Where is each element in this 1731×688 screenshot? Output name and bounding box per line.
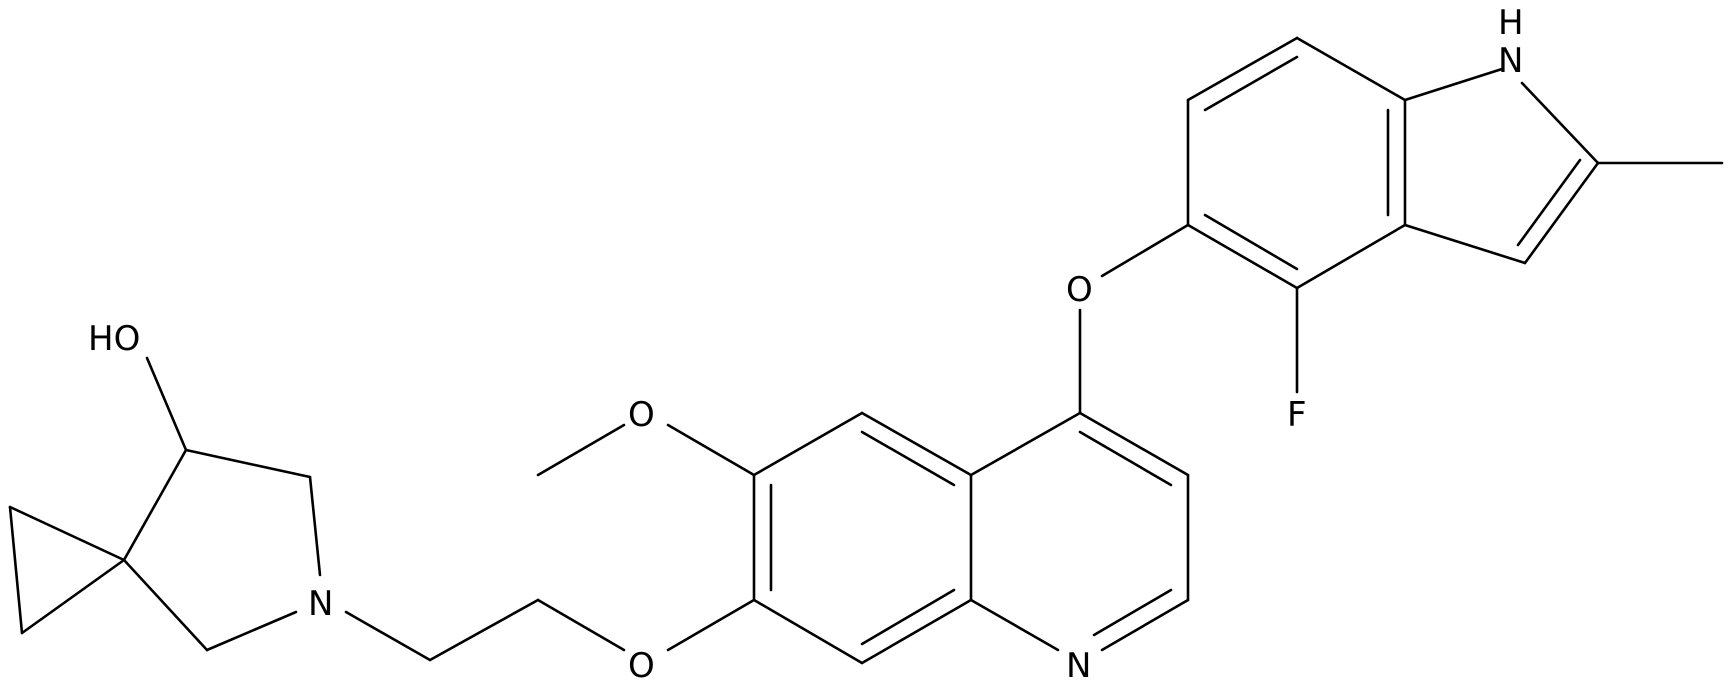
bond-c3ind-c3a [1403, 223, 1527, 265]
bond-c6ind-c7ind [1186, 36, 1299, 102]
bond-c7ind-c7a [1295, 36, 1407, 102]
bond-ch2-n [308, 475, 322, 577]
bond-n1-c8a [969, 598, 1060, 652]
bond-c2ind-c3ind-inner [1516, 158, 1582, 247]
quinoline-nitrogen-label: N [1066, 646, 1091, 686]
bond-c4-c3 [1078, 411, 1190, 477]
chain-ether-oxygen-label: O [628, 646, 655, 686]
bond-o-c7 [666, 598, 756, 652]
fluorine-label: F [1287, 395, 1307, 435]
bond-cyclopropane-2 [8, 505, 24, 635]
bond-c2-n1 [1100, 598, 1190, 652]
bond-n-ch2b [205, 610, 298, 652]
bond-c4ind-c5ind [1186, 223, 1299, 290]
indole-nitrogen-label: N [1498, 41, 1523, 81]
bond-ch2b-spiro [122, 558, 209, 652]
methoxy-oxygen-label: O [628, 395, 655, 435]
pyrrolidine-nitrogen-label: N [308, 584, 333, 624]
bond-c7a-nh [1403, 67, 1504, 102]
aryl-ether-oxygen-label: O [1066, 270, 1093, 310]
bond-c6-ome [666, 423, 756, 477]
bond-c8a-c8 [860, 598, 973, 665]
bond-c2ind-c3ind [1523, 161, 1600, 265]
bond-c2-n1-inner [1092, 588, 1173, 637]
bond-choh-ch2 [184, 448, 312, 479]
bond-choh-oh [145, 356, 188, 452]
bond-cyclopropane-1 [8, 505, 126, 562]
bond-spiro-choh [122, 448, 188, 562]
bond-c3a-c4ind [1295, 223, 1407, 290]
bond-chain2-o [536, 598, 626, 652]
bond-c6-c5 [752, 411, 864, 477]
atom-labels: HO N O O N O F N H [88, 3, 1524, 686]
bond-c8a-c8-inner [860, 588, 956, 646]
bonds [8, 36, 1724, 665]
bond-c4-c3-inner [1078, 430, 1173, 487]
bond-n-chain1 [344, 610, 432, 662]
bond-c5-c4a [860, 411, 973, 477]
bond-chain1-chain2 [428, 598, 540, 662]
bond-cyclopropane-3 [20, 558, 126, 635]
bond-c6ind-c7ind-inner [1203, 55, 1299, 112]
bond-ome-ch3 [536, 423, 626, 477]
bond-c4a-c4 [969, 411, 1082, 477]
indole-hydrogen-label: H [1498, 3, 1524, 43]
bond-c8-c7 [752, 598, 864, 665]
bond-c4ind-c5ind-inner [1203, 213, 1299, 271]
hydroxyl-label: HO [88, 319, 140, 359]
bond-nh-c2ind [1520, 81, 1600, 165]
bond-o-c5ind [1100, 223, 1190, 278]
bond-c5-c4a-inner [860, 430, 956, 487]
